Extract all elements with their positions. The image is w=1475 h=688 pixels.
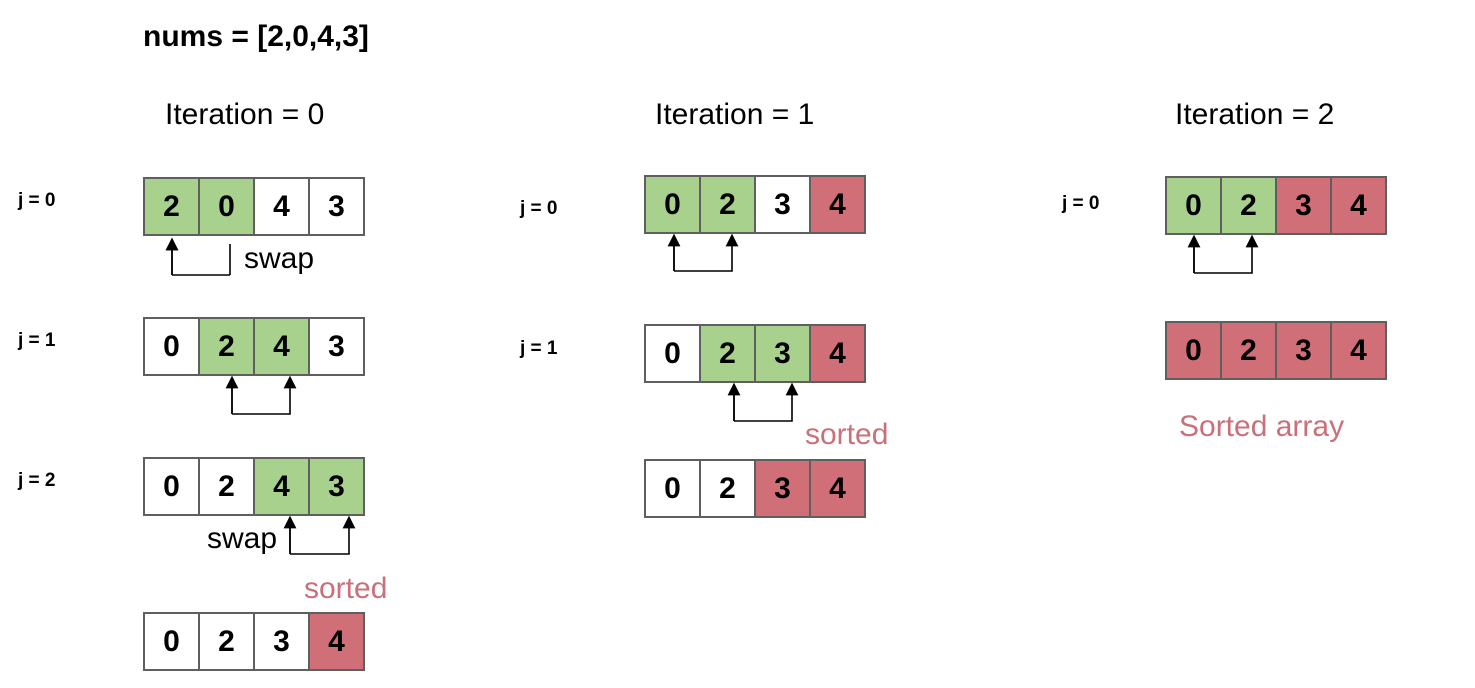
array-cell: 3 xyxy=(754,324,811,383)
iteration-0-title: Iteration = 0 xyxy=(165,98,325,131)
array-cell: 2 xyxy=(198,317,255,376)
iteration-2-title: Iteration = 2 xyxy=(1175,98,1335,131)
iter1-j0-label: j = 0 xyxy=(520,198,558,219)
array-cell: 4 xyxy=(308,612,365,671)
iter0-j0-array: 2 0 4 3 xyxy=(143,177,365,236)
array-cell: 2 xyxy=(143,177,200,236)
iter0-j0-label: j = 0 xyxy=(18,190,56,211)
array-cell: 2 xyxy=(1220,176,1277,235)
array-cell: 0 xyxy=(1165,321,1222,380)
array-cell: 2 xyxy=(699,324,756,383)
array-cell: 0 xyxy=(143,612,200,671)
page-title: nums = [2,0,4,3] xyxy=(143,20,369,53)
iter2-result-array: 0 2 3 4 xyxy=(1165,321,1387,380)
comparison-arrow xyxy=(172,244,231,276)
array-cell: 3 xyxy=(308,317,365,376)
array-cell: 4 xyxy=(809,324,866,383)
iter0-j1-array: 0 2 4 3 xyxy=(143,317,365,376)
iter0-result-array: 0 2 3 4 xyxy=(143,612,365,671)
array-cell: 3 xyxy=(1275,321,1332,380)
array-cell: 2 xyxy=(198,612,255,671)
comparison-arrow xyxy=(733,389,792,422)
iter2-sorted-array-label: Sorted array xyxy=(1179,410,1345,443)
array-cell: 2 xyxy=(699,459,756,518)
iter2-j0-array: 0 2 3 4 xyxy=(1165,176,1387,235)
array-cell: 4 xyxy=(1330,176,1387,235)
array-cell: 0 xyxy=(644,459,701,518)
array-cell: 0 xyxy=(644,175,701,234)
array-cell: 4 xyxy=(253,177,310,236)
array-cell: 0 xyxy=(143,317,200,376)
array-cell: 3 xyxy=(754,459,811,518)
iter0-j1-label: j = 1 xyxy=(18,330,56,351)
comparison-arrow xyxy=(231,382,290,415)
array-cell: 0 xyxy=(143,457,200,516)
array-cell: 4 xyxy=(809,459,866,518)
iter2-j0-label: j = 0 xyxy=(1062,193,1100,214)
iter0-j2-swap-label: swap xyxy=(207,522,278,555)
iter1-j1-array: 0 2 3 4 xyxy=(644,324,866,383)
array-cell: 0 xyxy=(644,324,701,383)
iter0-j0-swap-label: swap xyxy=(244,242,315,275)
comparison-arrow xyxy=(289,522,349,555)
array-cell: 2 xyxy=(198,457,255,516)
array-cell: 0 xyxy=(1165,176,1222,235)
array-cell: 3 xyxy=(308,457,365,516)
comparison-arrow xyxy=(1193,241,1252,274)
iter0-j2-label: j = 2 xyxy=(18,470,56,491)
iter0-sorted-label: sorted xyxy=(304,572,388,605)
array-cell: 3 xyxy=(754,175,811,234)
iter1-result-array: 0 2 3 4 xyxy=(644,459,866,518)
array-cell: 4 xyxy=(253,457,310,516)
array-cell: 3 xyxy=(308,177,365,236)
iter1-j0-array: 0 2 3 4 xyxy=(644,175,866,234)
iter1-sorted-label: sorted xyxy=(805,418,889,451)
iteration-1-title: Iteration = 1 xyxy=(655,98,815,131)
array-cell: 0 xyxy=(198,177,255,236)
array-cell: 2 xyxy=(699,175,756,234)
array-cell: 4 xyxy=(809,175,866,234)
array-cell: 2 xyxy=(1220,321,1277,380)
array-cell: 3 xyxy=(253,612,310,671)
iter1-j1-label: j = 1 xyxy=(520,338,558,359)
iter0-j2-array: 0 2 4 3 xyxy=(143,457,365,516)
array-cell: 4 xyxy=(1330,321,1387,380)
array-cell: 4 xyxy=(253,317,310,376)
comparison-arrow xyxy=(673,240,732,272)
array-cell: 3 xyxy=(1275,176,1332,235)
